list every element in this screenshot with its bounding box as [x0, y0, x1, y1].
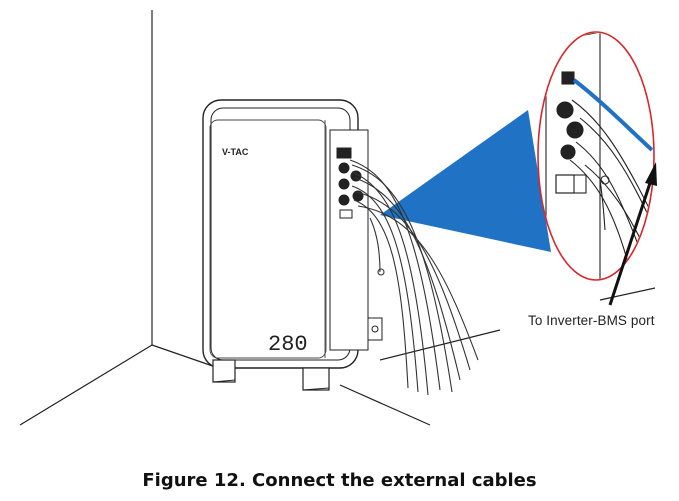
- installation-diagram: V-TAC 280: [19, 10, 657, 426]
- inverter-bms-callout: To Inverter-BMS port: [528, 313, 655, 328]
- cable-bundle: [349, 159, 479, 396]
- unit-capacity-label: 280: [268, 332, 308, 357]
- unit-brand-logo: V-TAC: [222, 147, 249, 157]
- room-outline: [19, 10, 656, 426]
- figure-caption: Figure 12. Connect the external cables: [142, 470, 537, 491]
- zoom-cone: [380, 110, 551, 252]
- detail-zoom-circle: [537, 31, 655, 281]
- callout-arrow: [608, 162, 657, 306]
- battery-connectors: [336, 147, 364, 219]
